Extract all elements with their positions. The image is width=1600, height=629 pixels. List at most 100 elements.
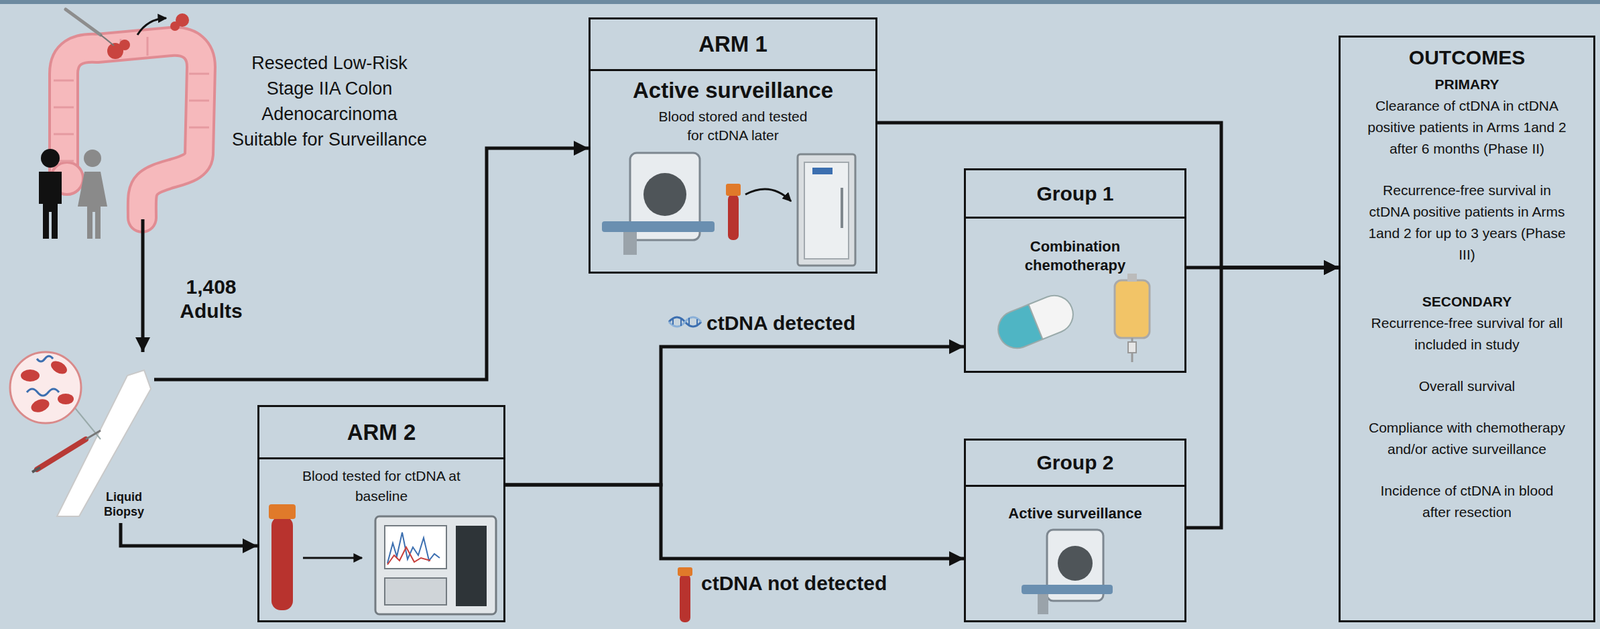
liquid-biopsy-node: Liquid Biopsy xyxy=(20,351,155,523)
box-text: Clearance of ctDNA in ctDNA positive pat… xyxy=(1367,95,1567,160)
people-icon xyxy=(38,148,108,239)
liquid-biopsy-illustration xyxy=(10,351,82,423)
box-text: SECONDARY xyxy=(1340,292,1594,312)
arm-box: ARM 1 Active surveillanceBlood stored and… xyxy=(588,17,878,274)
iv-bag xyxy=(1114,273,1150,362)
freezer xyxy=(840,187,844,228)
iv-bag xyxy=(1114,280,1150,338)
freezer xyxy=(804,162,849,259)
ct-scanner-arm1 xyxy=(643,172,687,216)
sequencer xyxy=(384,525,447,569)
sequencer xyxy=(387,532,440,564)
liquid-biopsy-illustration xyxy=(36,355,53,362)
box-header: Group 2 xyxy=(965,440,1185,487)
colon-illustration xyxy=(65,9,101,35)
dna-icon xyxy=(668,317,702,327)
liquid-biopsy-illustration xyxy=(36,439,86,470)
connector-arrow xyxy=(154,148,589,380)
dna-icon xyxy=(668,317,702,327)
box-text: Recurrence-free survival for all include… xyxy=(1367,312,1567,356)
edge-label-holder: ctDNA not detected xyxy=(701,571,956,596)
ct-scanner-group2 xyxy=(1037,593,1049,614)
sequencer xyxy=(375,516,497,614)
box-header: ARM 2 xyxy=(259,406,504,460)
connector-arrow xyxy=(505,346,964,485)
ct-scanner-group2 xyxy=(1057,545,1093,581)
people-icon xyxy=(83,149,102,167)
arm-box: ARM 2 Blood tested for ctDNA at baseline xyxy=(257,404,506,623)
colon-illustration xyxy=(53,36,210,161)
box-heading: Group 2 xyxy=(1036,451,1114,474)
sequencer xyxy=(455,525,487,606)
freezer xyxy=(797,154,856,266)
box-text: Blood stored and tested for ctDNA later xyxy=(650,107,816,145)
dna-icon xyxy=(668,317,702,327)
ct-scanner-group2 xyxy=(1021,529,1113,614)
group-box: Group 1 Combination chemotherapy xyxy=(963,168,1187,373)
edge-label: ctDNA detected xyxy=(706,311,955,336)
box-text: Liquid Biopsy xyxy=(97,489,151,519)
edge-label: ctDNA not detected xyxy=(701,571,956,596)
box-heading: Group 1 xyxy=(1036,182,1114,206)
colon-label-node: Resected Low-Risk Stage IIA Colon Adenoc… xyxy=(36,10,433,220)
ct-scanner-arm1 xyxy=(623,231,637,255)
liquid-biopsy-illustration xyxy=(29,396,51,415)
blood-tube-arm1 xyxy=(727,194,739,240)
chemotherapy-pill xyxy=(1028,289,1080,340)
blood-tube-arm1 xyxy=(725,183,741,196)
colon-illustration xyxy=(100,34,114,46)
dna-icon xyxy=(672,317,698,326)
ct-scanner-arm1 xyxy=(601,152,715,255)
box-text: Recurrence-free survival in ctDNA positi… xyxy=(1367,179,1567,266)
ct-scanner-arm1 xyxy=(601,221,715,232)
liquid-biopsy-illustration xyxy=(26,388,59,396)
colon-illustration xyxy=(170,21,180,31)
sequencer xyxy=(384,577,447,605)
tube-icon xyxy=(679,573,691,623)
box-text: PRIMARY xyxy=(1340,75,1594,94)
people-icon xyxy=(38,171,62,239)
colon-illustration xyxy=(50,9,210,218)
box-text: Compliance with chemotherapy and/or acti… xyxy=(1367,416,1567,460)
box-header: ARM 1 xyxy=(590,19,876,72)
sequencer xyxy=(375,516,497,614)
liquid-biopsy-illustration xyxy=(20,369,40,382)
ct-scanner-group2 xyxy=(1021,584,1113,594)
group-box: Group 2 Active surveillance xyxy=(963,438,1187,623)
liquid-biopsy-illustration xyxy=(48,358,70,377)
connector-arrow xyxy=(141,219,145,352)
box-text: Combination chemotherapy xyxy=(1006,237,1145,275)
box-text: Incidence of ctDNA in blood after resect… xyxy=(1367,479,1567,523)
box-text: Overall survival xyxy=(1367,375,1567,397)
connector-arrow xyxy=(120,522,258,546)
freezer xyxy=(812,167,833,175)
chemotherapy-pill xyxy=(992,289,1080,354)
colon-illustration xyxy=(137,18,167,35)
people-icon xyxy=(77,171,108,239)
tube-icon xyxy=(677,567,693,623)
iv-bag xyxy=(1128,341,1137,353)
iv-bag xyxy=(1127,273,1137,282)
box-text: Blood tested for ctDNA at baseline xyxy=(299,465,464,507)
edge-label-holder: ctDNA detected xyxy=(706,311,955,336)
top-strip xyxy=(0,0,1600,5)
colon-illustration xyxy=(119,39,131,51)
liquid-biopsy-illustration xyxy=(57,393,74,405)
people-icon xyxy=(40,148,60,168)
edge-label-holder: 1,408 Adults xyxy=(170,274,252,324)
box-text: Active surveillance xyxy=(597,77,869,104)
blood-tube-arm2 xyxy=(302,557,362,560)
chemotherapy-pill xyxy=(992,289,1080,354)
connector-arrow xyxy=(1186,267,1339,528)
box-text: Active surveillance xyxy=(979,504,1172,523)
blood-tube-arm2 xyxy=(268,504,296,519)
blood-tube-arm1 xyxy=(745,189,791,202)
outcomes-box: OUTCOMESPRIMARYClearance of ctDNA in ctD… xyxy=(1338,35,1596,623)
blood-tube-arm2 xyxy=(268,504,362,610)
edge-label: 1,408 Adults xyxy=(170,274,252,324)
liquid-biopsy-illustration xyxy=(32,467,41,472)
freezer xyxy=(797,154,856,266)
blood-tube-arm2 xyxy=(271,516,293,610)
box-heading: ARM 2 xyxy=(347,419,417,446)
